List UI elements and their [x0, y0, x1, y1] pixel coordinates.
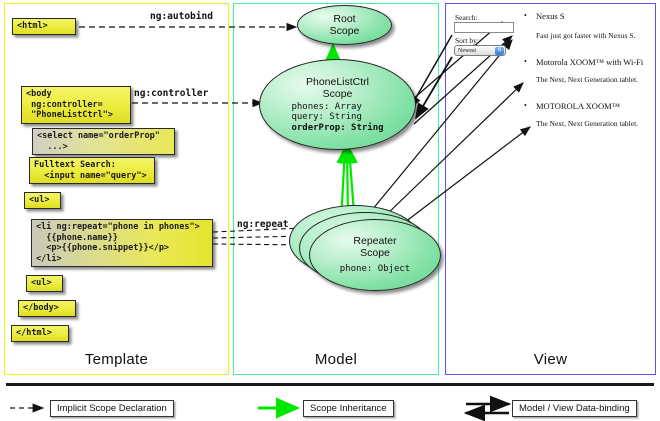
view-item-desc-3: The Next, Next Generation tablet.: [536, 119, 639, 128]
panel-template: Template: [4, 3, 229, 375]
template-box-ul-close: <ul>: [26, 275, 63, 292]
chevron-updown-icon: ⇅: [495, 47, 504, 55]
scope-repeater-prop-phone: phone: Object: [339, 264, 411, 275]
legend-item-databinding: Model / View Data-binding: [512, 400, 637, 417]
template-box-body-open: <body ng:controller= "PhoneListCtrl">: [21, 86, 131, 124]
template-box-fulltext: Fulltext Search: <input name="query">: [29, 157, 155, 184]
scope-ctrl-prop-orderprop: orderProp: String: [291, 122, 384, 133]
template-box-body-close: </body>: [18, 300, 76, 317]
view-sortby-value: Newest: [458, 48, 476, 54]
scope-ctrl-title-2: Scope: [322, 87, 353, 100]
template-box-select: <select name="orderProp" ...>: [32, 128, 175, 155]
bullet-icon-2: •: [524, 57, 527, 66]
scope-root-title-2: Scope: [329, 25, 360, 37]
connector-label-repeat: ng:repeat: [237, 219, 289, 230]
view-search-input[interactable]: [454, 22, 514, 33]
legend-divider: [6, 383, 654, 386]
scope-phonelistctrl: PhoneListCtrl Scope phones: Array query:…: [259, 59, 416, 150]
legend: Implicit Scope Declaration Scope Inherit…: [0, 383, 660, 421]
scope-root-title-1: Root: [333, 13, 356, 25]
template-box-ul-open: <ul>: [24, 192, 61, 209]
scope-ctrl-prop-phones: phones: Array: [291, 101, 362, 112]
scope-repeater-props: phone: Object: [340, 264, 410, 275]
scope-root: Root Scope: [297, 5, 392, 45]
connector-label-controller: ng:controller: [134, 88, 209, 99]
panel-model-label: Model: [314, 351, 358, 368]
bullet-icon-1: •: [524, 11, 527, 20]
connector-label-autobind: ng:autobind: [150, 11, 213, 22]
view-item-desc-1: Fast just got faster with Nexus S.: [536, 31, 636, 40]
scope-ctrl-title-1: PhoneListCtrl: [305, 75, 370, 88]
view-item-desc-2: The Next, Next Generation tablet.: [536, 75, 639, 84]
scope-ctrl-prop-query: query: String: [291, 112, 362, 123]
bullet-icon-3: •: [524, 101, 527, 110]
legend-item-inheritance: Scope Inheritance: [303, 400, 394, 417]
scope-repeater-title-1: Repeater: [353, 235, 397, 248]
view-sortby-label: Sort by:: [455, 36, 479, 45]
view-item-title-1[interactable]: Nexus S: [536, 11, 565, 21]
view-sortby-select[interactable]: Newest ⇅: [454, 45, 506, 56]
panel-view-label: View: [533, 351, 568, 368]
template-box-html-close: </html>: [11, 325, 69, 342]
scope-repeater-title-2: Scope: [360, 247, 390, 260]
view-search-label: Search:: [455, 13, 478, 22]
legend-item-implicit: Implicit Scope Declaration: [50, 400, 174, 417]
panel-template-label: Template: [84, 351, 149, 368]
scope-repeater: Repeater Scope phone: Object: [309, 219, 441, 291]
view-item-title-2[interactable]: Motorola XOOM™ with Wi-Fi: [536, 57, 644, 67]
template-box-html-open: <html>: [12, 18, 76, 35]
view-item-title-3[interactable]: MOTOROLA XOOM™: [536, 101, 620, 111]
template-box-li-repeat: <li ng:repeat="phone in phones"> {{phone…: [31, 219, 213, 267]
scope-ctrl-props: phones: Array query: String orderProp: S…: [291, 102, 383, 134]
